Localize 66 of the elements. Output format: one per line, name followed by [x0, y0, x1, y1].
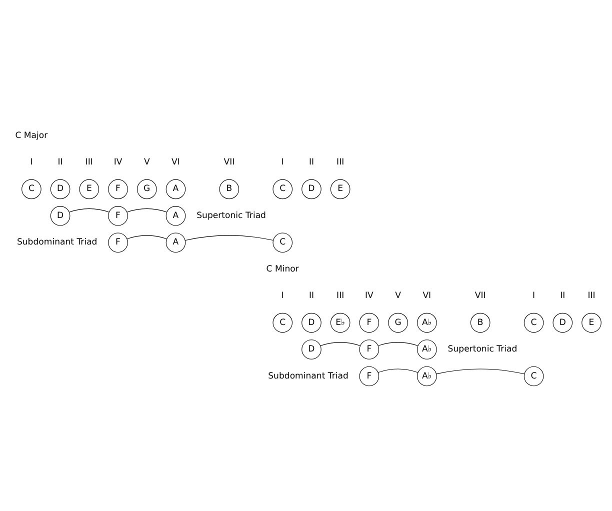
node-circle: G [388, 312, 408, 332]
node-circle: D [302, 339, 322, 359]
node-circle: D [50, 178, 70, 199]
node-circle: E♭ [330, 312, 350, 332]
node-circle: F [359, 339, 380, 359]
connector [126, 208, 168, 212]
node-label: Supertonic Triad [196, 210, 266, 220]
connector [378, 342, 418, 346]
node-label: VI [422, 290, 432, 301]
node-label: I [532, 290, 536, 301]
node-circle: D [302, 178, 322, 199]
connector [378, 368, 418, 372]
node-label: III [85, 157, 93, 168]
node-circle: C [272, 232, 292, 252]
node-circle: C [272, 178, 292, 199]
connector [436, 368, 525, 374]
connector [320, 342, 361, 346]
node-circle: D [302, 312, 322, 332]
node-circle: A♭ [417, 339, 437, 359]
connector [126, 234, 168, 239]
node-circle: F [359, 366, 380, 386]
node-label: III [336, 290, 344, 301]
node-label: II [308, 290, 314, 301]
node-circle: F [108, 232, 128, 252]
node-circle: F [108, 206, 128, 226]
node-label: Subdominant Triad [16, 237, 98, 248]
node-circle: F [359, 312, 380, 332]
node-label: Supertonic Triad [448, 344, 518, 354]
node-circle: C [272, 312, 292, 332]
node-label: V [395, 290, 401, 301]
node-circle: A♭ [417, 366, 437, 386]
node-label: II [58, 157, 63, 168]
node-label: III [588, 290, 596, 301]
node-circle: E [330, 178, 350, 199]
node-circle: G [137, 178, 157, 199]
node-label: I [281, 290, 284, 301]
node-circle: B [470, 312, 490, 332]
node-label: Subdominant Triad [268, 370, 348, 381]
node-circle: A♭ [417, 312, 437, 332]
node-label: III [336, 157, 344, 168]
node-circle: A [166, 232, 186, 252]
node-circle: A [166, 206, 186, 226]
node-label: IV [365, 290, 374, 301]
node-label: VII [224, 157, 235, 168]
node-circle: C [22, 178, 42, 199]
connector [69, 208, 110, 212]
node-label: II [308, 157, 314, 168]
node-circle: D [50, 206, 70, 226]
node-circle: A [166, 178, 186, 199]
label: C Major [15, 130, 48, 140]
node-label: II [560, 290, 566, 301]
node-circle: C [524, 366, 544, 386]
node-label: VII [474, 290, 486, 301]
node-circle: D [552, 312, 573, 332]
node-circle: E [79, 178, 100, 199]
label: C Minor [266, 264, 299, 274]
node-label: IV [114, 157, 122, 168]
node-label: I [281, 157, 284, 168]
node-label: I [30, 157, 33, 168]
node-circle: C [524, 312, 544, 332]
node-label: VI [172, 157, 180, 168]
node-circle: F [108, 178, 128, 199]
node-circle: E [582, 312, 602, 332]
connector [184, 234, 274, 240]
node-circle: B [219, 178, 240, 199]
node-label: V [144, 157, 150, 168]
